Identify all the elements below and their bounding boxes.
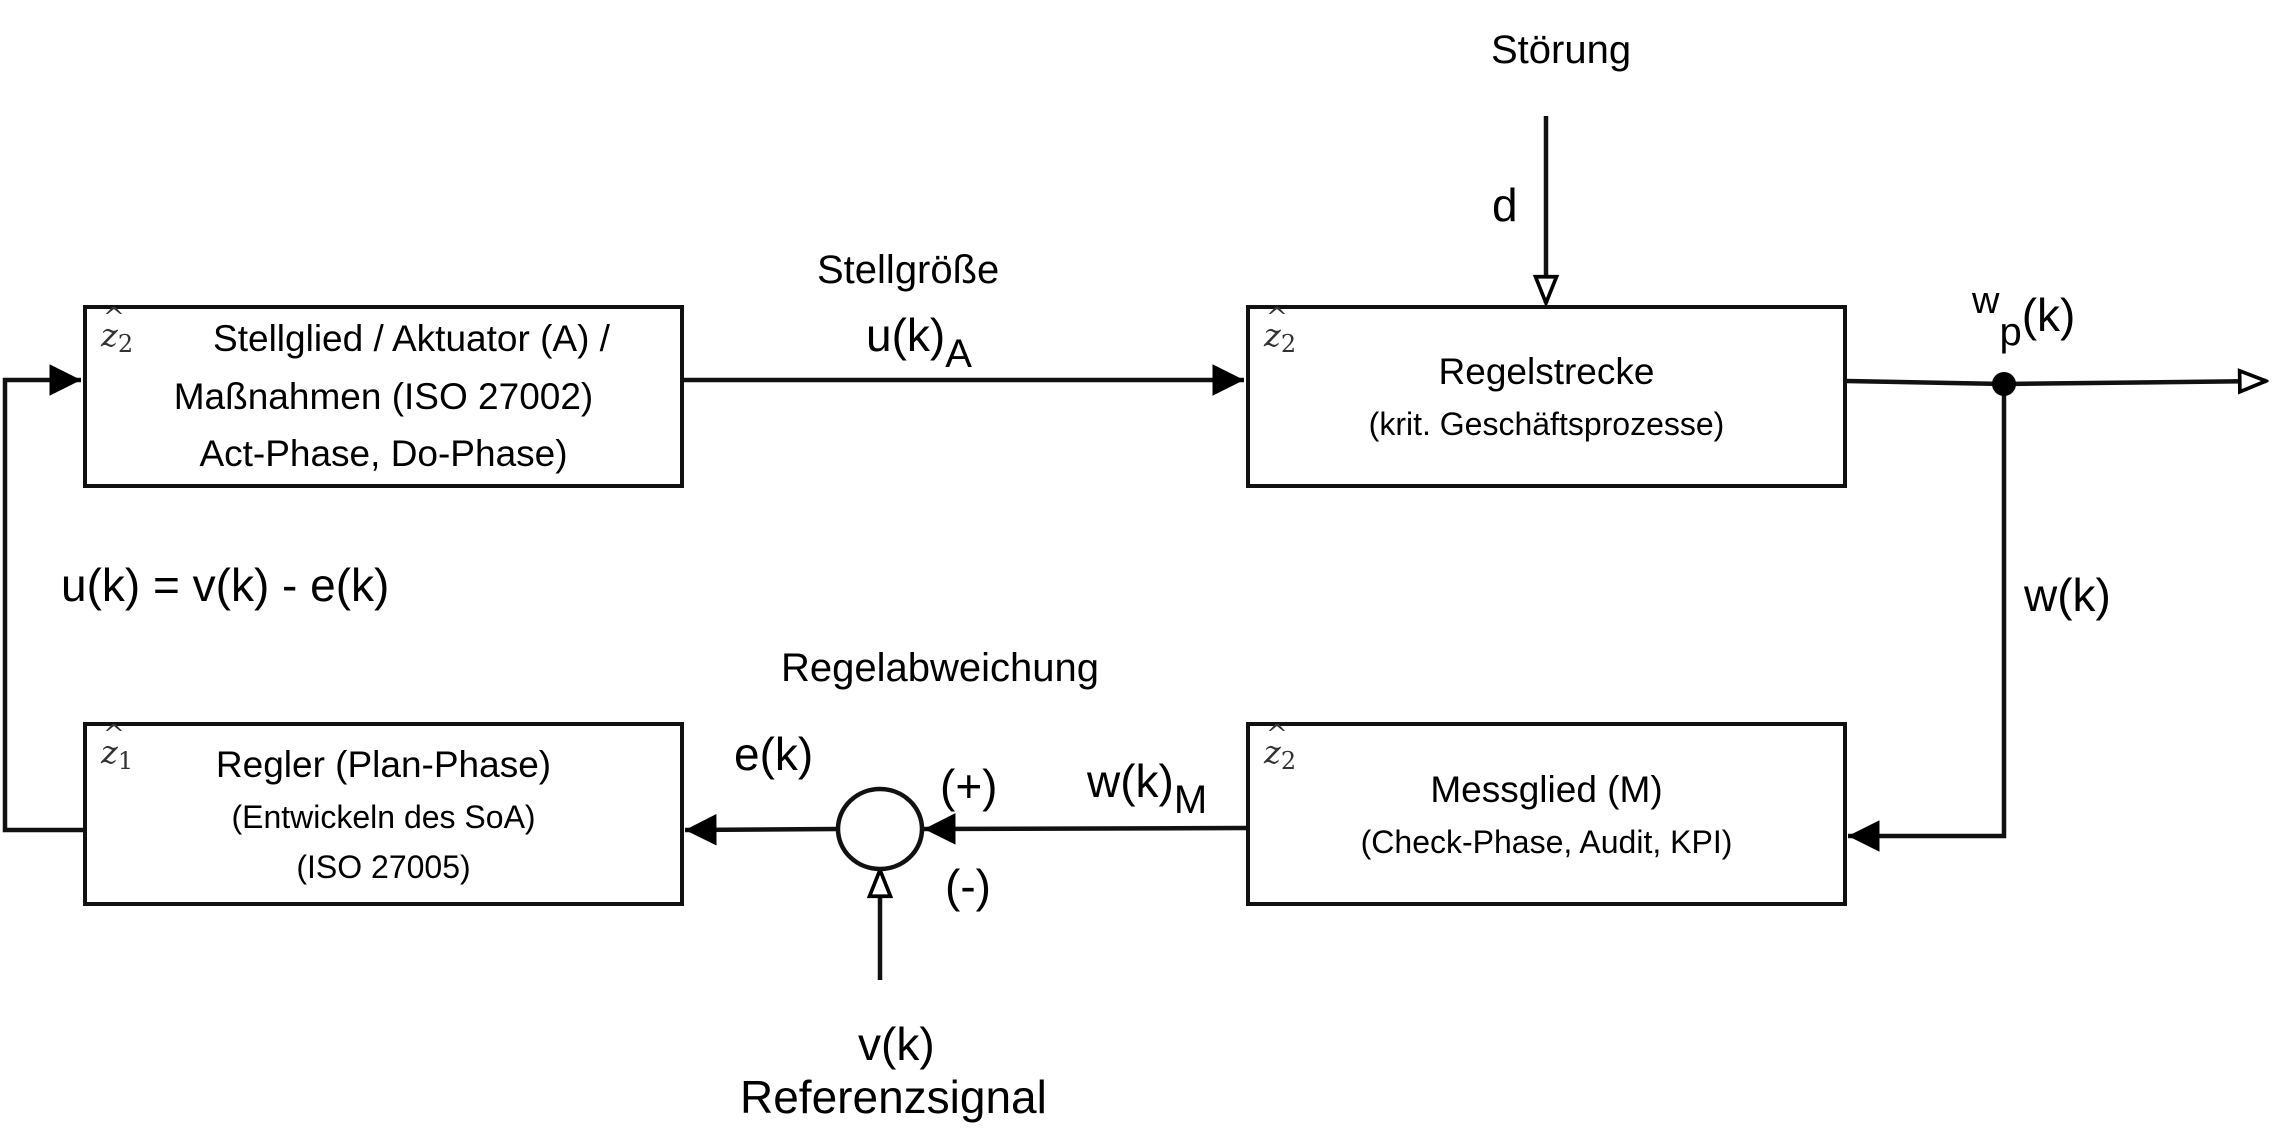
actuating-signal-main: u(k) xyxy=(866,309,946,361)
output-signal: wp(k) xyxy=(1972,282,2076,352)
output-signal-main: w xyxy=(1972,280,2000,322)
actuating-title: Stellgröße xyxy=(817,248,1000,292)
actuator-standard: Maßnahmen (ISO 27002) xyxy=(173,375,594,417)
control-law: u(k) = v(k) - e(k) xyxy=(61,559,390,611)
block-actuator[interactable]: ^z2 Stellglied / Aktuator (A) / Maßnahme… xyxy=(83,305,684,488)
disturbance-title: Störung xyxy=(1491,28,1632,72)
arrow-sensor-to-junction xyxy=(923,813,1247,845)
arrow-controller-to-actuator xyxy=(2,364,83,833)
summing-junction xyxy=(835,786,925,872)
branch-point xyxy=(1992,372,2016,396)
z2-hat-label: ^z2 xyxy=(101,303,134,358)
plant-subtitle: (krit. Geschäftsprozesse) xyxy=(1368,406,1725,443)
actuator-phase: Act-Phase, Do-Phase) xyxy=(199,433,568,475)
reference-title: Referenzsignal xyxy=(740,1071,1047,1123)
actuator-title: Stellglied / Aktuator (A) / xyxy=(213,318,610,360)
arrow-system-output xyxy=(2003,381,2266,384)
reference-signal: v(k) xyxy=(858,1018,935,1070)
sensor-title: Messglied (M) xyxy=(1430,768,1663,810)
actuating-signal: u(k)A xyxy=(866,309,972,374)
feedback-signal: w(k) xyxy=(2024,569,2111,621)
z2-hat-label: ^z2 xyxy=(1264,303,1297,358)
output-signal-sub: p xyxy=(1999,310,2022,354)
z1-hat-label: ^z1 xyxy=(101,720,134,775)
measured-signal-sub: M xyxy=(1173,778,1208,822)
z2-hat-label: ^z2 xyxy=(1264,720,1297,775)
controller-subtitle: (Entwickeln des SoA) xyxy=(231,799,536,836)
line-plant-output xyxy=(1845,378,2005,387)
plus-sign: (+) xyxy=(940,760,998,812)
output-signal-arg: (k) xyxy=(2021,289,2076,341)
block-sensor[interactable]: ^z2 Messglied (M) (Check-Phase, Audit, K… xyxy=(1246,722,1847,906)
block-plant[interactable]: ^z2 Regelstrecke (krit. Geschäftsprozess… xyxy=(1246,305,1847,488)
error-title: Regelabweichung xyxy=(781,646,1100,690)
plant-title: Regelstrecke xyxy=(1438,351,1655,393)
arrow-junction-to-controller xyxy=(684,814,839,846)
arrow-feedback-to-sensor xyxy=(1848,384,2007,852)
measured-signal: w(k)M xyxy=(1087,755,1207,820)
measured-signal-main: w(k) xyxy=(1087,755,1174,807)
disturbance-symbol: d xyxy=(1492,179,1518,231)
controller-standard: (ISO 27005) xyxy=(296,848,471,885)
sensor-subtitle: (Check-Phase, Audit, KPI) xyxy=(1360,823,1733,860)
minus-sign: (-) xyxy=(945,860,991,912)
block-controller[interactable]: ^z1 Regler (Plan-Phase) (Entwickeln des … xyxy=(83,722,684,906)
controller-title: Regler (Plan-Phase) xyxy=(215,743,552,785)
error-signal: e(k) xyxy=(734,728,814,780)
actuating-signal-sub: A xyxy=(945,332,972,376)
